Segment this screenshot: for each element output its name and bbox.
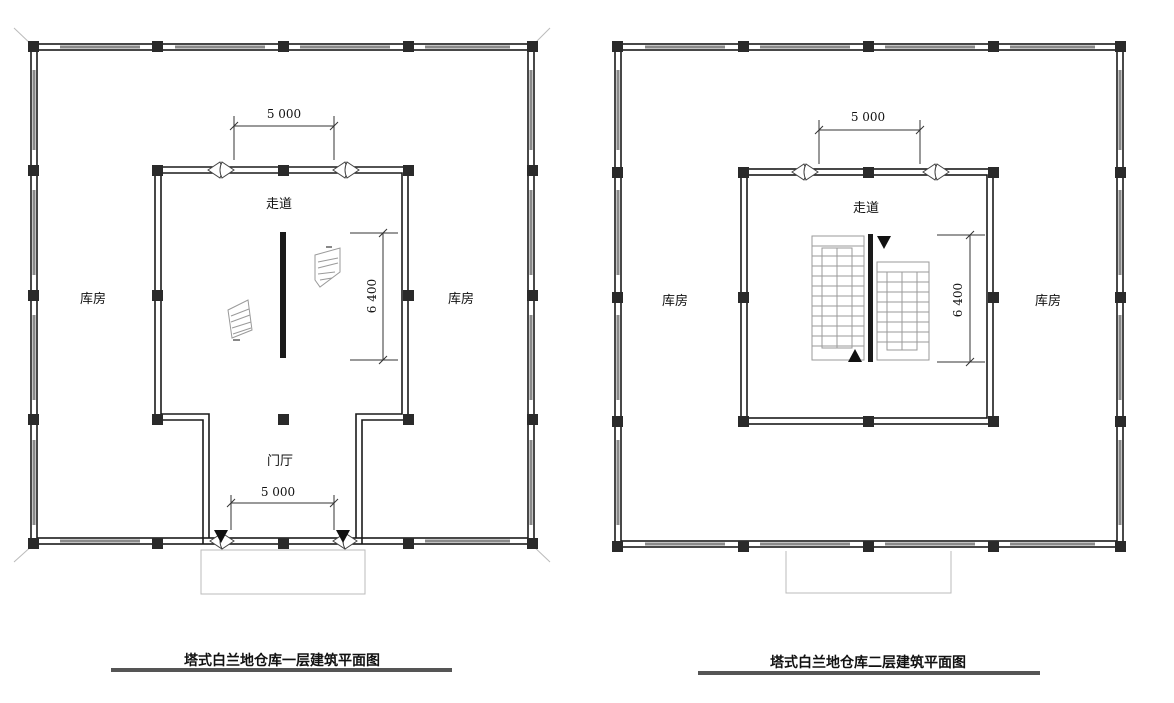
first-floor-plan: 5 000 6 400 5 000 走道 库房 库房 门厅 塔式白兰地仓库一层建… xyxy=(13,27,551,672)
stair-right xyxy=(876,261,930,361)
entrance-step xyxy=(200,549,366,595)
caption-underline xyxy=(698,671,1040,675)
plan-caption: 塔式白兰地仓库一层建筑平面图 xyxy=(184,652,380,669)
dim-top-label: 5 000 xyxy=(851,110,885,124)
dimension-top xyxy=(229,116,339,160)
stair-left xyxy=(811,235,865,361)
double-door-top xyxy=(791,163,950,181)
corridor-label: 走道 xyxy=(853,201,879,216)
storeroom-left-label: 库房 xyxy=(662,293,688,309)
canopy-outline xyxy=(785,551,952,594)
center-wall xyxy=(280,232,286,358)
storeroom-right-label: 库房 xyxy=(448,291,474,307)
plan-caption: 塔式白兰地仓库二层建筑平面图 xyxy=(770,654,966,671)
storeroom-right-label: 库房 xyxy=(1035,293,1061,309)
caption-underline xyxy=(111,668,452,672)
dimension-bottom xyxy=(226,495,339,530)
dim-side-label: 6 400 xyxy=(365,279,379,313)
columns xyxy=(28,41,538,549)
double-door-top xyxy=(207,161,360,179)
dim-side-label: 6 400 xyxy=(951,283,965,317)
stair-arrows xyxy=(848,236,891,362)
entrance-arrows xyxy=(214,530,350,543)
dim-top-label: 5 000 xyxy=(267,107,301,121)
center-wall xyxy=(868,234,873,362)
second-floor-plan: 5 000 6 400 走道 库房 库房 塔式白兰地仓库二层建筑平面图 xyxy=(612,41,1126,675)
stair-right xyxy=(314,246,341,288)
storeroom-left-label: 库房 xyxy=(80,291,106,307)
stair-left xyxy=(227,299,253,341)
dim-bottom-label: 5 000 xyxy=(261,485,295,499)
corridor-label: 走道 xyxy=(266,197,292,212)
dimension-top xyxy=(814,120,925,164)
window-strips xyxy=(32,45,533,543)
window-strips xyxy=(616,45,1122,546)
columns xyxy=(612,41,1126,552)
lobby-label: 门厅 xyxy=(267,454,293,469)
dimension-side xyxy=(937,230,985,367)
dimension-side xyxy=(350,228,398,365)
